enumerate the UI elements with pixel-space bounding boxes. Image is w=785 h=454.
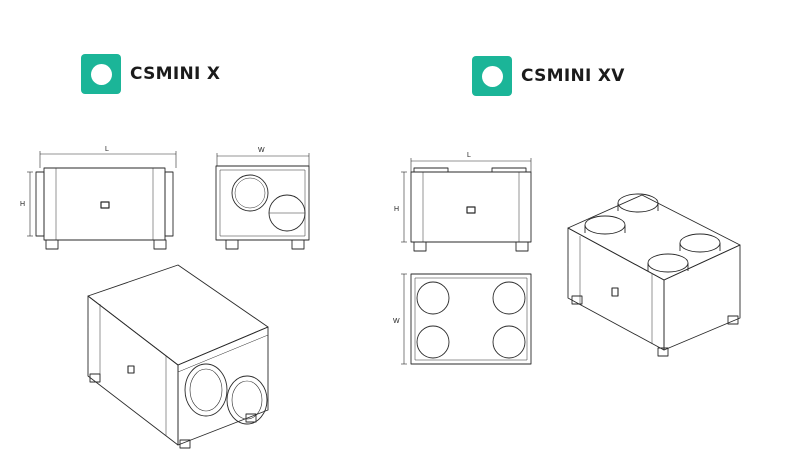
product-name: CSMINI X (130, 64, 221, 84)
product-name: CSMINI XV (521, 66, 625, 86)
csmini-xv-isometric (567, 193, 741, 357)
product-header-csmini-xv: CSMINI XV (472, 56, 625, 96)
csmini-x-side-view (27, 151, 177, 250)
brand-badge-icon (472, 56, 512, 96)
dimension-height-label: H (20, 201, 25, 208)
dimension-length-label: L (467, 152, 471, 159)
dimension-width-label: W (258, 147, 265, 154)
csmini-xv-side-view (401, 158, 532, 252)
csmini-xv-top-view (401, 273, 532, 365)
brand-badge-icon (81, 54, 121, 94)
dimension-height-label: H (394, 206, 399, 213)
csmini-x-isometric (87, 264, 269, 449)
dimension-length-label: L (105, 146, 109, 153)
product-header-csmini-x: CSMINI X (81, 54, 220, 94)
csmini-x-end-view (215, 153, 310, 250)
dimension-width-label: W (393, 318, 400, 325)
